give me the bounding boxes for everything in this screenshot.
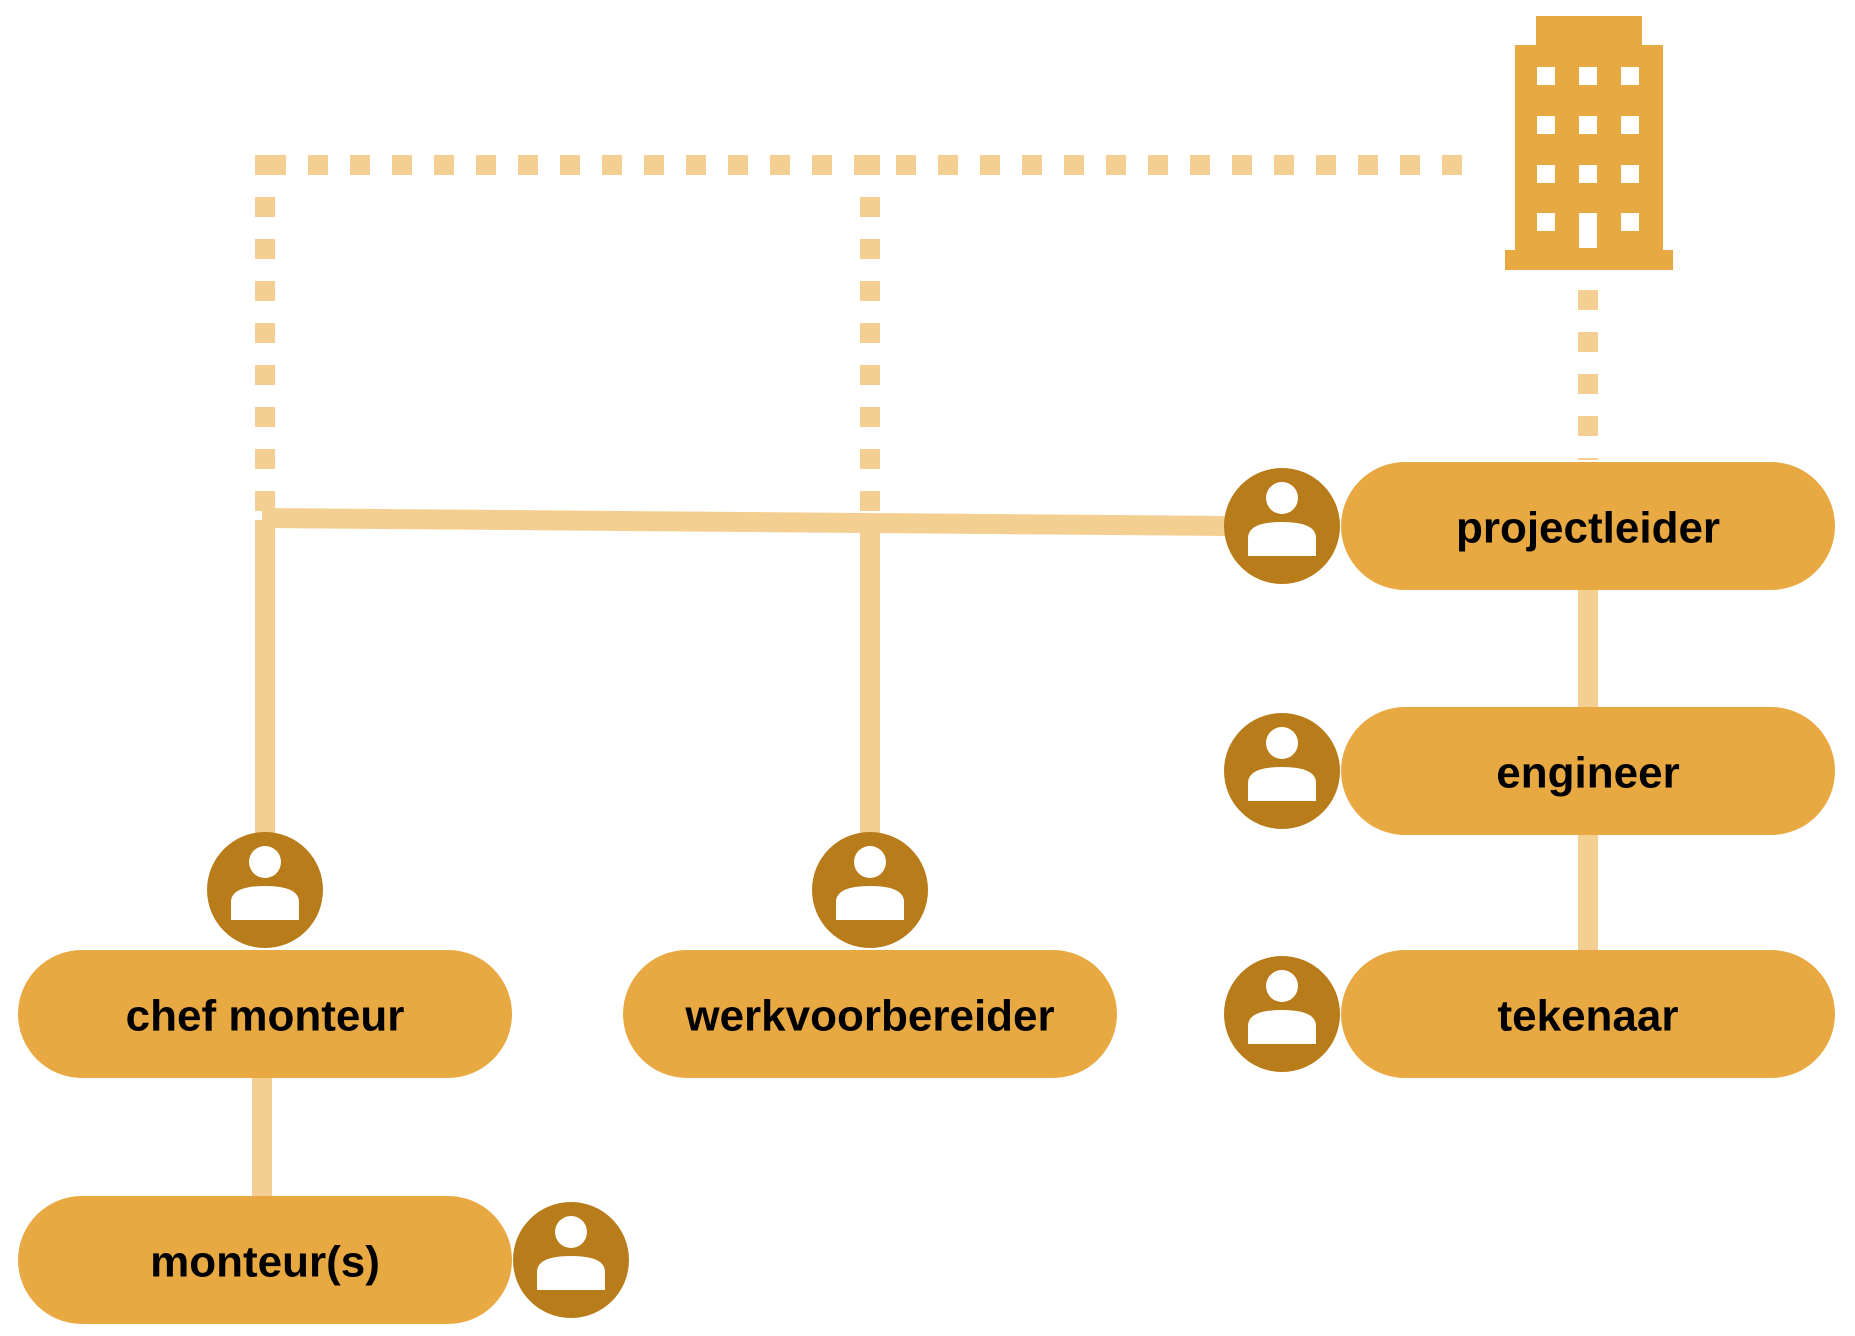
role-pill — [18, 950, 512, 1078]
office-building-icon — [1505, 16, 1673, 270]
role-node-chef-monteur: chef monteur — [18, 832, 512, 1078]
role-node-engineer: engineer — [1224, 707, 1835, 835]
role-node-werkvoorbereider: werkvoorbereider — [623, 832, 1117, 1078]
person-icon — [513, 1202, 629, 1318]
role-node-projectleider: projectleider — [1224, 462, 1835, 590]
role-label: chef monteur — [126, 992, 405, 1041]
role-pill — [1341, 707, 1835, 835]
role-nodes: projectleider engineer tekenaar chef monteu… — [18, 462, 1835, 1324]
role-label: projectleider — [1456, 504, 1720, 553]
role-pill — [1341, 950, 1835, 1078]
solid-connector-projectleider-bar — [261, 508, 1231, 536]
role-pill — [18, 1196, 512, 1324]
role-pill — [1341, 462, 1835, 590]
role-label: tekenaar — [1497, 992, 1678, 1041]
role-label: engineer — [1496, 749, 1679, 798]
role-node-monteurs: monteur(s) — [18, 1196, 629, 1324]
person-icon — [1224, 468, 1340, 584]
role-label: monteur(s) — [150, 1238, 380, 1287]
role-label: werkvoorbereider — [684, 992, 1054, 1041]
connector-lines — [252, 155, 1598, 1200]
role-pill — [623, 950, 1117, 1078]
person-icon — [812, 832, 928, 948]
person-icon — [1224, 713, 1340, 829]
role-node-tekenaar: tekenaar — [1224, 950, 1835, 1078]
person-icon — [207, 832, 323, 948]
person-icon — [1224, 956, 1340, 1072]
